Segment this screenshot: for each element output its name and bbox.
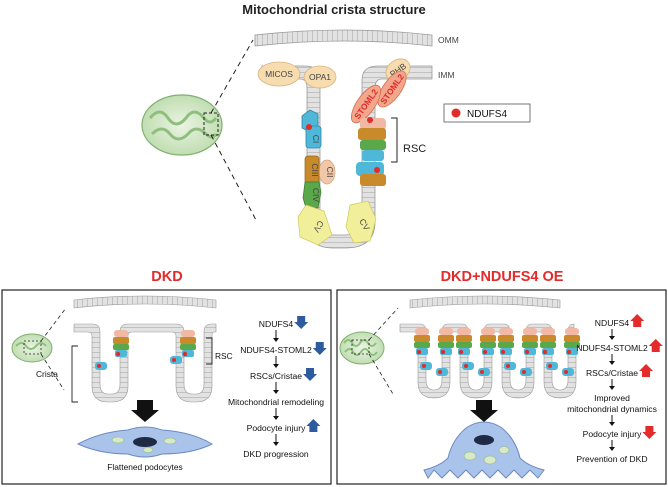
oe-flow-step: RSCs/Cristae bbox=[586, 368, 638, 378]
dkd-trend-down-icon bbox=[312, 342, 327, 355]
oe-ci bbox=[562, 368, 574, 376]
svg-text:CIII: CIII bbox=[310, 163, 320, 176]
mitochondrion-overview bbox=[141, 94, 223, 156]
oe-stack bbox=[522, 328, 538, 355]
omm-label: OMM bbox=[438, 35, 459, 45]
oe-stack bbox=[414, 328, 430, 355]
dkd-flow-arrowhead bbox=[273, 416, 279, 420]
dkd-flow-arrowhead bbox=[273, 338, 279, 342]
supercomplex-upper bbox=[358, 117, 386, 161]
oe-trend-up-icon bbox=[648, 339, 663, 352]
oe-down-arrow bbox=[470, 400, 498, 422]
oe-ci bbox=[420, 362, 432, 370]
dkd-stack-2 bbox=[180, 330, 196, 357]
oe-flow-step: NDUFS4-STOML2 bbox=[576, 343, 648, 353]
oe-ci bbox=[546, 362, 558, 370]
svg-text:CII: CII bbox=[325, 167, 335, 178]
dkd-mitochondrion bbox=[11, 333, 53, 363]
svg-text:MICOS: MICOS bbox=[265, 69, 293, 79]
crista-label: Crista bbox=[36, 369, 58, 379]
complex-i: CI bbox=[301, 109, 322, 149]
oe-ci bbox=[520, 368, 532, 376]
oe-ci bbox=[504, 362, 516, 370]
oe-title: DKD+NDUFS4 OE bbox=[441, 269, 564, 285]
oe-stack bbox=[456, 328, 472, 355]
oe-flow-arrowhead bbox=[609, 422, 615, 426]
dkd-flow-step: Podocyte injury bbox=[247, 423, 306, 433]
dkd-flow-arrowhead bbox=[273, 442, 279, 446]
oe-flow-arrowhead bbox=[609, 361, 615, 365]
flattened-podocyte bbox=[76, 426, 214, 458]
oe-flow-step: Podocyte injury bbox=[583, 429, 642, 439]
svg-text:CIV: CIV bbox=[311, 188, 321, 203]
dkd-rsc-label: RSC bbox=[215, 351, 233, 361]
dkd-ci-2 bbox=[170, 356, 182, 364]
oe-stack bbox=[540, 328, 556, 355]
dkd-trend-down-icon bbox=[303, 368, 318, 381]
svg-text:NDUFS4: NDUFS4 bbox=[467, 109, 507, 120]
complex-iii: CIII bbox=[304, 155, 320, 185]
outer-membrane: OMM bbox=[254, 29, 459, 47]
oe-flow-step: NDUFS4 bbox=[595, 318, 630, 328]
oe-ci bbox=[462, 362, 474, 370]
oe-flow-chart: NDUFS4NDUFS4-STOML2RSCs/CristaeImprovedm… bbox=[567, 314, 663, 464]
dkd-flow-step: NDUFS4-STOML2 bbox=[240, 345, 312, 355]
dkd-flow-chart: NDUFS4NDUFS4-STOML2RSCs/CristaeMitochond… bbox=[228, 316, 327, 459]
oe-omm bbox=[409, 295, 561, 309]
oe-trend-up-icon bbox=[630, 314, 645, 327]
oe-stack bbox=[498, 328, 514, 355]
oe-flow-step: mitochondrial dynamics bbox=[567, 404, 657, 414]
dkd-omm bbox=[73, 295, 217, 309]
complex-v-left: CV bbox=[297, 204, 333, 246]
complex-v-right: CV bbox=[345, 200, 377, 244]
complex-ii: CII bbox=[318, 159, 336, 185]
dkd-ci-1 bbox=[95, 362, 107, 370]
oe-stack bbox=[438, 328, 454, 355]
oe-trend-down-icon bbox=[642, 426, 657, 439]
svg-text:CI: CI bbox=[311, 135, 321, 144]
main-title: Mitochondrial crista structure bbox=[242, 2, 425, 17]
dkd-down-arrow bbox=[131, 400, 159, 422]
svg-text:OPA1: OPA1 bbox=[309, 72, 331, 82]
dkd-flow-step: DKD progression bbox=[243, 449, 309, 459]
oe-panel bbox=[336, 289, 667, 485]
dkd-panel bbox=[1, 289, 332, 485]
supercomplex-lower bbox=[356, 162, 386, 186]
dkd-imm bbox=[73, 323, 217, 403]
oe-stack bbox=[480, 328, 496, 355]
stoml2-protein-upper: STOML2 bbox=[377, 70, 407, 108]
oe-flow-arrowhead bbox=[609, 447, 615, 451]
imm-label: IMM bbox=[438, 70, 455, 80]
rsc-label: RSC bbox=[403, 143, 426, 155]
dkd-trend-up-icon bbox=[306, 419, 321, 432]
oe-mitochondrion bbox=[339, 331, 385, 365]
dkd-stack-1 bbox=[113, 330, 129, 357]
oe-ci bbox=[436, 368, 448, 376]
healthy-podocyte bbox=[423, 421, 545, 479]
dkd-trend-down-icon bbox=[294, 316, 309, 329]
dkd-flow-step: RSCs/Cristae bbox=[250, 371, 302, 381]
complex-iv: CIV bbox=[302, 181, 322, 209]
opa1-protein: OPA1 bbox=[303, 65, 337, 89]
micos-protein: MICOS bbox=[257, 61, 301, 87]
oe-flow-step: Improved bbox=[594, 393, 630, 403]
dkd-flow-step: NDUFS4 bbox=[259, 319, 294, 329]
dkd-title: DKD bbox=[151, 269, 182, 285]
oe-flow-arrowhead bbox=[609, 336, 615, 340]
dkd-flow-arrowhead bbox=[273, 390, 279, 394]
oe-trend-up-icon bbox=[639, 364, 654, 377]
oe-ci bbox=[478, 368, 490, 376]
dkd-flow-step: Mitochondrial remodeling bbox=[228, 397, 324, 407]
ndufs4-legend: NDUFS4 bbox=[443, 103, 531, 123]
oe-flow-arrowhead bbox=[609, 386, 615, 390]
dkd-flow-arrowhead bbox=[273, 364, 279, 368]
oe-supercomplexes bbox=[414, 328, 580, 376]
podocyte-caption: Flattened podocytes bbox=[107, 462, 182, 472]
oe-flow-step: Prevention of DKD bbox=[576, 454, 647, 464]
